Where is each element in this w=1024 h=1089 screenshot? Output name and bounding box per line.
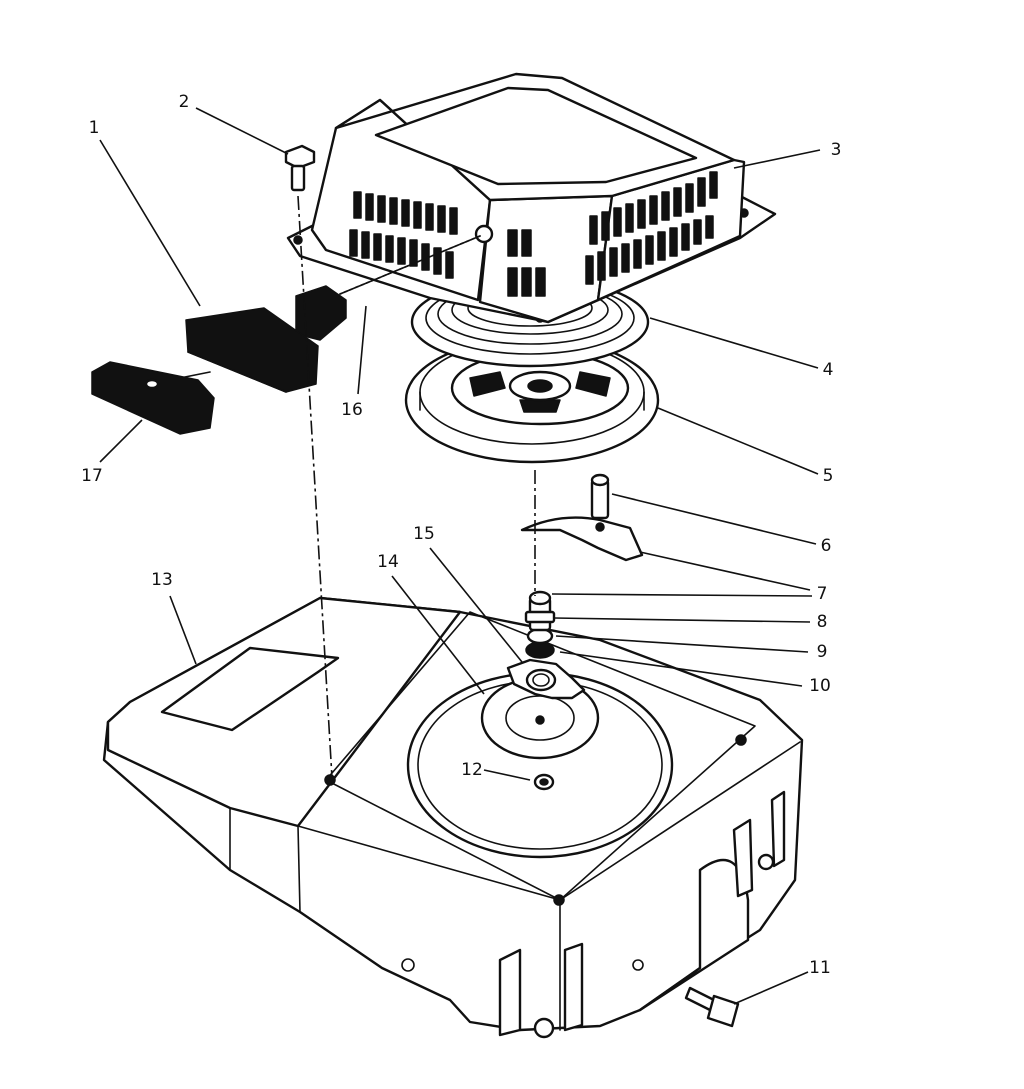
callout-12: 12 — [461, 760, 483, 780]
callout-6: 6 — [821, 536, 832, 556]
pawl-assembly — [520, 473, 644, 562]
assembly-axes — [297, 195, 536, 779]
callout-4: 4 — [823, 360, 834, 380]
screw-11 — [684, 986, 740, 1028]
callout-2: 2 — [179, 92, 190, 112]
callout-11: 11 — [809, 958, 831, 978]
callout-3: 3 — [831, 140, 842, 160]
callout-15: 15 — [413, 524, 435, 544]
callout-7: 7 — [817, 584, 828, 604]
callout-1: 1 — [89, 118, 100, 138]
handle-1 — [185, 285, 347, 393]
callout-9: 9 — [817, 642, 828, 662]
handle-17 — [91, 361, 215, 435]
starter-housing — [286, 72, 777, 324]
callout-16: 16 — [341, 400, 363, 420]
callout-14: 14 — [377, 552, 399, 572]
callout-labels: 1 2 3 4 5 6 7 8 9 10 11 12 13 14 15 16 1… — [81, 92, 841, 978]
screw-2 — [284, 144, 316, 192]
callout-17: 17 — [81, 466, 103, 486]
callout-8: 8 — [817, 612, 828, 632]
leader-lines — [99, 107, 821, 1005]
callout-5: 5 — [823, 466, 834, 486]
callout-13: 13 — [151, 570, 173, 590]
engine-shroud — [102, 596, 804, 1039]
hub-stack — [506, 590, 586, 791]
callout-10: 10 — [809, 676, 831, 696]
pulley — [404, 336, 660, 464]
